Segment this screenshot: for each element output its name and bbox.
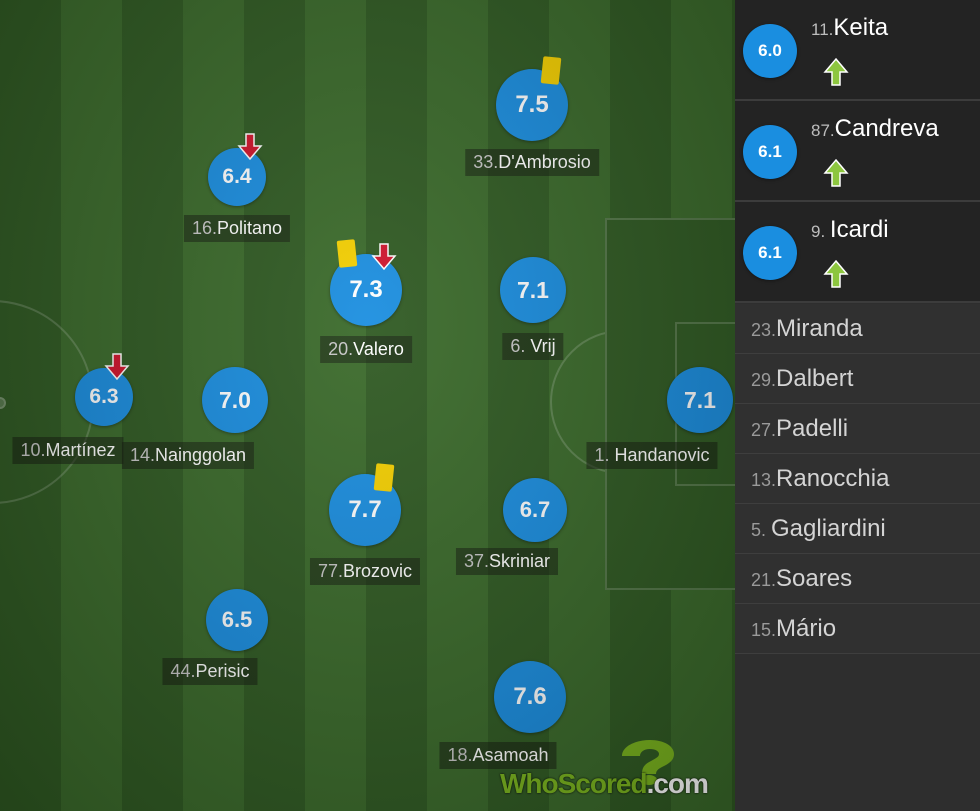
sub-off-arrow-icon (237, 133, 263, 160)
bench-row[interactable]: 23.Miranda (735, 304, 980, 354)
player-label: 1. Handanovic (586, 442, 718, 469)
player-label: 77.Brozovic (309, 558, 421, 585)
yellow-card-icon (336, 239, 358, 268)
bench-row[interactable]: 5. Gagliardini (735, 504, 980, 554)
bench-panel: 6.0 11.Keita 6.1 87.Candreva 6.1 9. Icar… (735, 0, 980, 811)
bench-name: 5. Gagliardini (751, 515, 886, 542)
player-label: 44.Perisic (162, 658, 258, 685)
player-label: 14.Nainggolan (121, 442, 255, 469)
rating-bubble: 6.7 (503, 478, 567, 542)
bench-row[interactable]: 13.Ranocchia (735, 454, 980, 504)
player-label: 20.Valero (320, 336, 412, 363)
bench-row[interactable]: 15.Mário (735, 604, 980, 654)
player-label: 18.Asamoah (439, 742, 557, 769)
sub-row[interactable]: 6.1 9. Icardi (735, 202, 980, 303)
sub-name: 11.Keita (811, 14, 889, 41)
rating-bubble: 6.1 (743, 125, 797, 179)
sub-on-arrow-icon (823, 57, 849, 86)
sub-on-arrow-icon (823, 259, 849, 288)
rating-bubble: 7.0 (202, 367, 268, 433)
sub-row[interactable]: 6.0 11.Keita (735, 0, 980, 101)
bench-name: 27.Padelli (751, 415, 849, 442)
rating-bubble: 6.5 (206, 589, 268, 651)
sub-off-arrow-icon (104, 353, 130, 380)
rating-bubble: 7.5 (496, 69, 568, 141)
sub-off-arrow-icon (371, 243, 397, 270)
bench-row[interactable]: 21.Soares (735, 554, 980, 604)
rating-bubble: 6.3 (75, 368, 133, 426)
yellow-card-icon (540, 56, 562, 85)
pitch: 7.5 33.D'Ambrosio 6.4 16.Politano 7.3 20… (0, 0, 735, 811)
sub-name: 87.Candreva (811, 115, 939, 142)
sub-name: 9. Icardi (811, 216, 889, 243)
bench-name: 23.Miranda (751, 315, 863, 342)
player-label: 16.Politano (183, 215, 291, 242)
rating-bubble: 7.1 (667, 367, 733, 433)
bench-name: 13.Ranocchia (751, 465, 890, 492)
rating-bubble: 6.1 (743, 226, 797, 280)
yellow-card-icon (373, 463, 395, 492)
player-label: 33.D'Ambrosio (465, 149, 599, 176)
bench-name: 29.Dalbert (751, 365, 854, 392)
logo-text: WhoScored.com (500, 768, 709, 799)
rating-bubble: 6.4 (208, 148, 266, 206)
whoscored-logo: WhoScored.com (500, 738, 725, 804)
player-label: 6. Vrij (502, 333, 564, 360)
center-spot (0, 397, 6, 409)
bench-name: 15.Mário (751, 615, 837, 642)
bench-name: 21.Soares (751, 565, 853, 592)
rating-bubble: 6.0 (743, 24, 797, 78)
sub-on-arrow-icon (823, 158, 849, 187)
rating-bubble: 7.1 (500, 257, 566, 323)
bench-row[interactable]: 29.Dalbert (735, 354, 980, 404)
sub-row[interactable]: 6.1 87.Candreva (735, 101, 980, 202)
player-label: 37.Skriniar (455, 548, 559, 575)
player-label: 10.Martínez (12, 437, 124, 464)
rating-bubble: 7.6 (494, 661, 566, 733)
question-mark-logo-icon (622, 740, 674, 785)
bench-row[interactable]: 27.Padelli (735, 404, 980, 454)
